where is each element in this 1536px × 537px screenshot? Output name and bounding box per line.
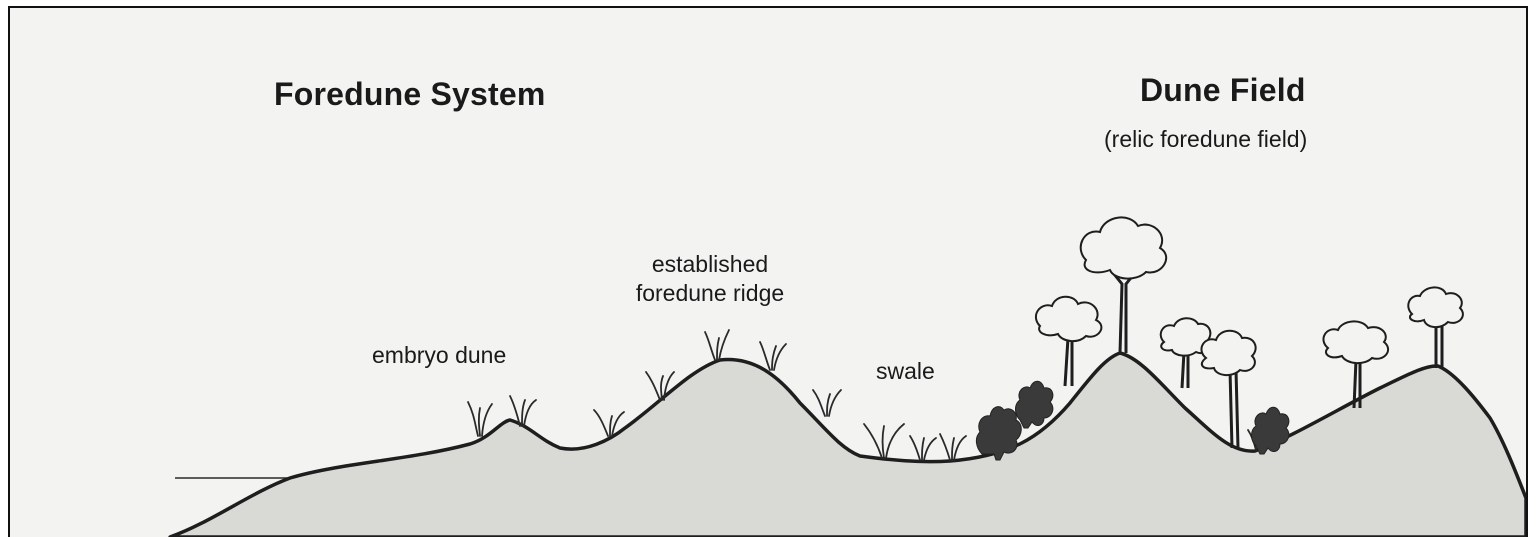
grass-tuft-icon xyxy=(940,434,966,460)
shrub-icon xyxy=(1016,381,1053,428)
tree-icon xyxy=(1408,287,1463,368)
grass-tuft-icon xyxy=(760,342,786,370)
established-foredune-ridge-label: established foredune ridge xyxy=(620,250,800,308)
grass-tuft-icon xyxy=(864,424,904,458)
grass-tuft-icon xyxy=(910,436,936,460)
diagram-frame: Foredune System Dune Field (relic foredu… xyxy=(8,6,1528,537)
grass-tuft-icon xyxy=(468,402,492,436)
embryo-dune-label: embryo dune xyxy=(372,341,506,370)
grass-tuft-icon xyxy=(705,330,729,360)
dune-field-subtitle: (relic foredune field) xyxy=(1104,126,1307,153)
dune-profile-ground xyxy=(170,353,1526,537)
dune-field-title: Dune Field xyxy=(1140,72,1306,109)
foredune-system-title: Foredune System xyxy=(274,76,546,113)
tree-icon xyxy=(1036,297,1102,386)
established-label-line-1: established xyxy=(620,250,800,279)
established-label-line-2: foredune ridge xyxy=(620,279,800,308)
grass-tuft-icon xyxy=(813,390,841,416)
swale-label: swale xyxy=(876,357,935,386)
